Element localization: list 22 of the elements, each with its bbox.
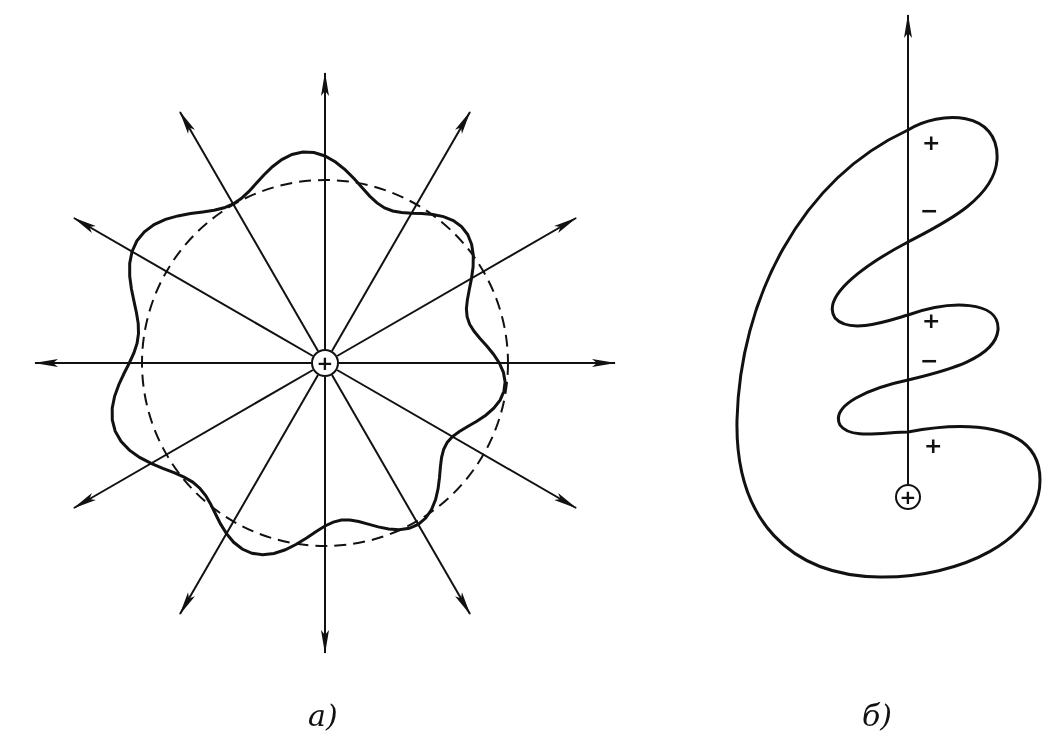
arrow — [72, 369, 314, 509]
charge-sign: + — [922, 308, 941, 333]
charge-sign: − — [920, 348, 939, 373]
arrow — [321, 72, 329, 350]
panel-label: а) — [308, 698, 338, 733]
charge-sign: − — [920, 198, 939, 223]
nucleus-circle: + — [311, 349, 339, 377]
arrow — [338, 359, 616, 367]
arrow — [179, 374, 319, 616]
charge-sign: + — [922, 130, 941, 155]
arrow — [321, 376, 329, 654]
arrow — [72, 217, 314, 357]
arrow — [336, 369, 578, 509]
panel-label: б) — [862, 698, 892, 733]
arrow — [34, 359, 312, 367]
arrow — [904, 14, 912, 485]
arrow — [179, 110, 319, 352]
nucleus-circle: + — [895, 484, 921, 510]
arrow — [336, 217, 578, 357]
arrow — [331, 374, 471, 616]
charge-sign: + — [924, 433, 943, 458]
arrow — [331, 110, 471, 352]
